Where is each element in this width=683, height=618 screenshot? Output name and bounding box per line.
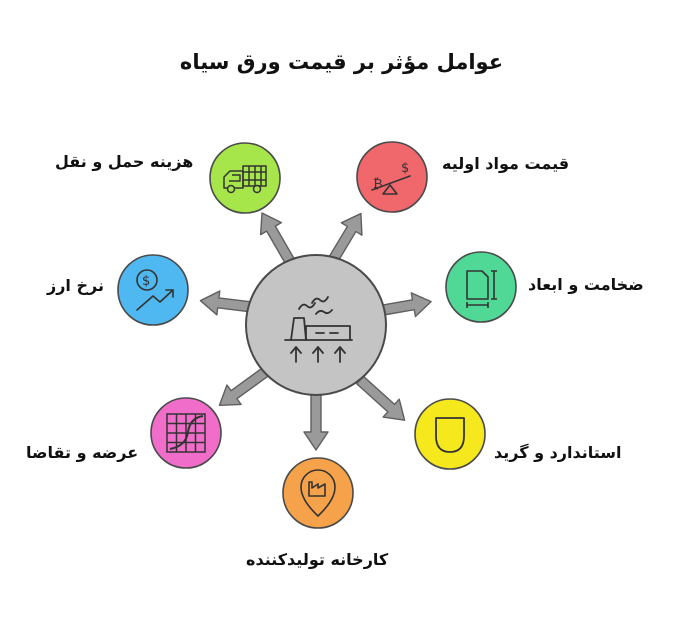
arrow-down — [303, 389, 329, 451]
node-transport-cost — [209, 142, 281, 214]
grid-chart-icon — [166, 413, 206, 453]
node-circle — [356, 141, 428, 213]
arrow-left-down — [218, 365, 272, 406]
node-manufacturer — [282, 457, 354, 529]
label-raw-material-price: قیمت مواد اولیه — [442, 154, 570, 173]
label-manufacturer: کارخانه تولیدکننده — [246, 550, 389, 569]
price-scale-icon: ₿ $ — [371, 161, 411, 195]
svg-text:$: $ — [142, 274, 150, 289]
label-thickness-dimensions: ضخامت و ابعاد — [528, 275, 644, 294]
node-circle — [117, 254, 189, 326]
arrow-right-down — [355, 375, 406, 421]
badge-icon — [435, 417, 465, 453]
label-exchange-rate: نرخ ارز — [47, 276, 104, 295]
label-standard-grade: استاندارد و گرید — [494, 443, 622, 462]
node-circle — [209, 142, 281, 214]
factory-icon — [284, 296, 353, 363]
node-exchange-rate: $ — [117, 254, 189, 326]
currency-exchange-icon: $ — [136, 269, 174, 311]
node-circle — [445, 251, 517, 323]
arrow-top-left — [259, 212, 298, 269]
node-standard-grade — [414, 398, 486, 470]
node-circle — [282, 457, 354, 529]
center-node — [245, 254, 387, 396]
node-circle — [414, 398, 486, 470]
label-transport-cost: هزینه حمل و نقل — [55, 152, 194, 171]
node-raw-material-price: ₿ $ — [356, 141, 428, 213]
truck-icon — [223, 165, 267, 194]
node-thickness-dimensions — [445, 251, 517, 323]
page-title: عوامل مؤثر بر قیمت ورق سیاه — [179, 50, 504, 74]
node-supply-demand — [150, 397, 222, 469]
sheet-dimensions-icon — [466, 270, 497, 308]
label-supply-demand: عرضه و تقاضا — [26, 443, 139, 462]
svg-text:$: $ — [401, 161, 409, 176]
factory-location-icon — [300, 469, 336, 517]
svg-text:₿: ₿ — [373, 177, 383, 192]
arrows — [199, 212, 432, 451]
